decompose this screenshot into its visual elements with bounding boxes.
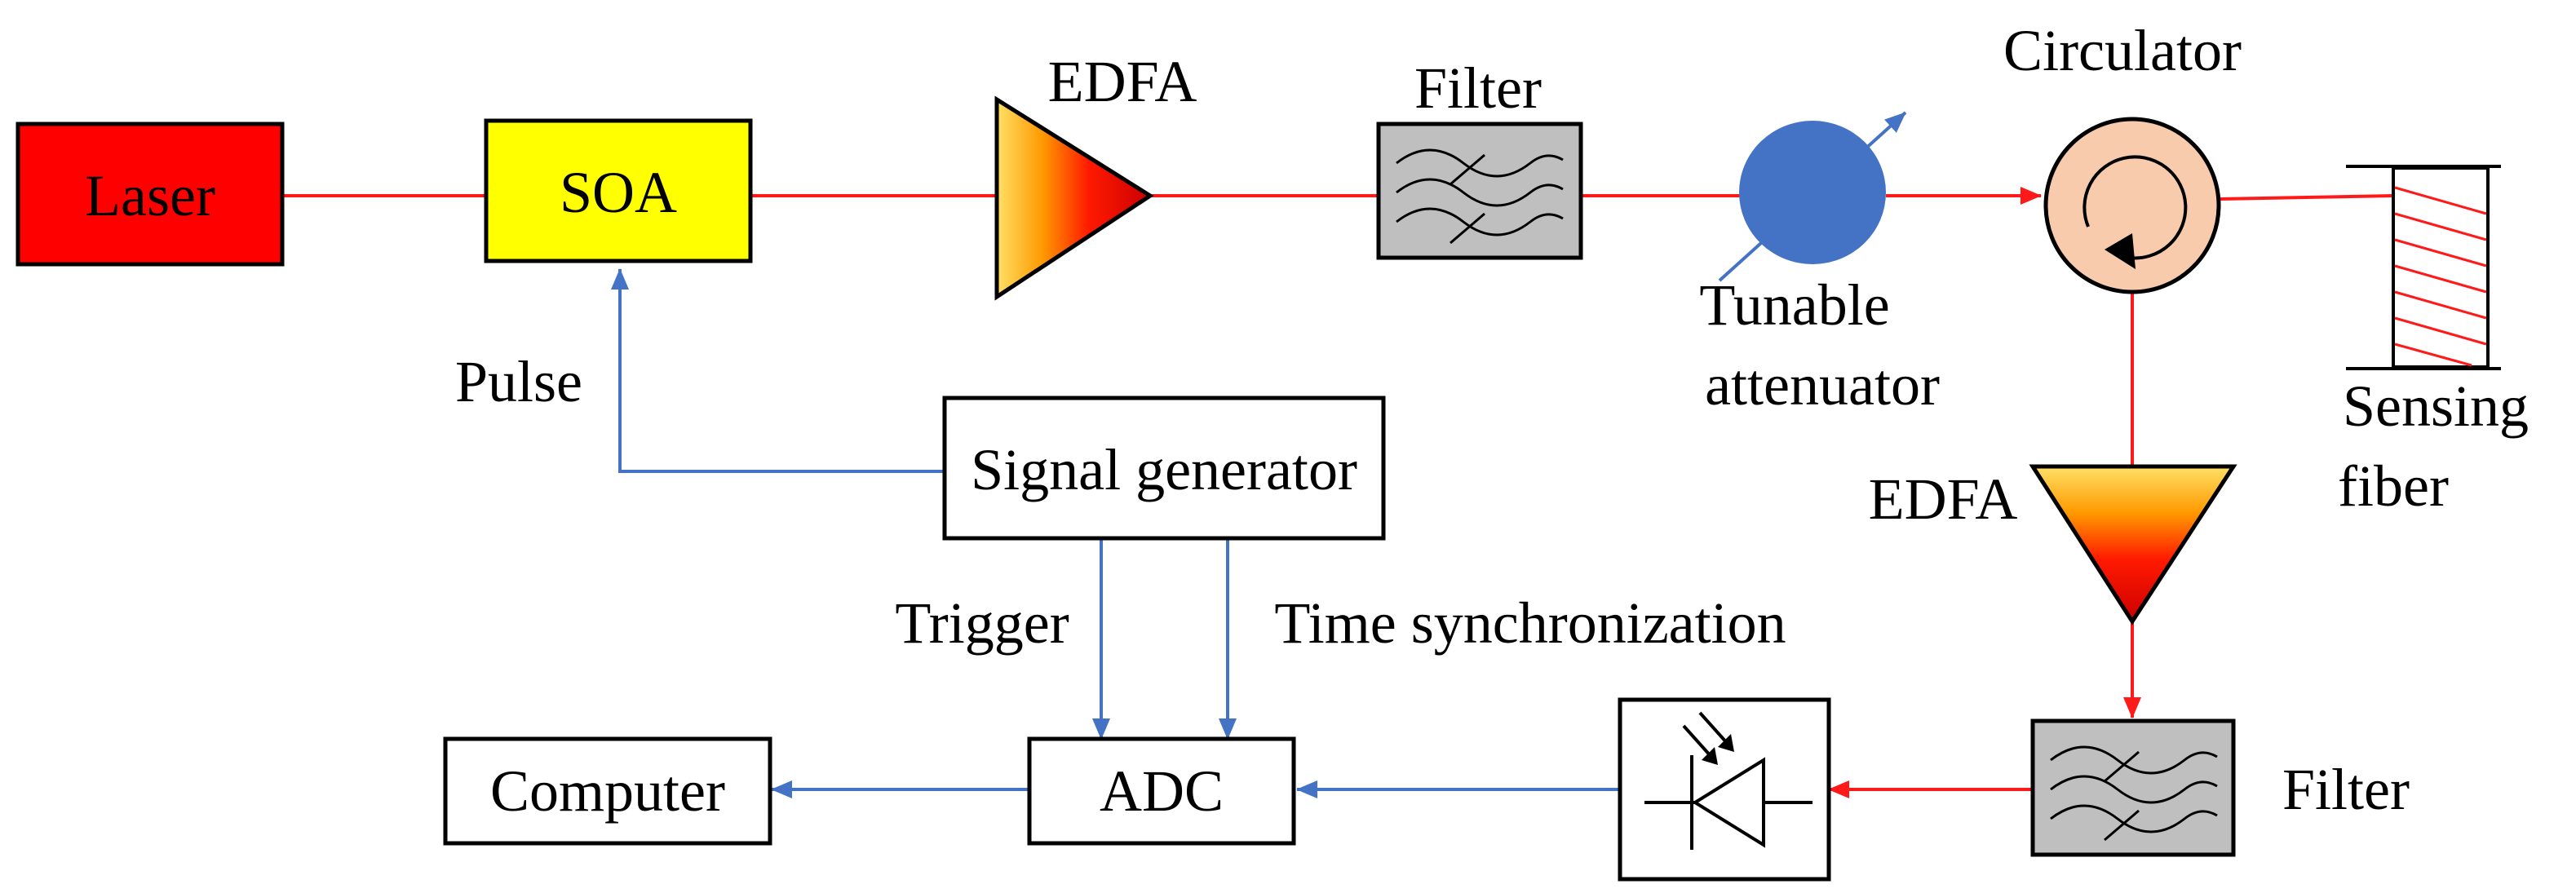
filter-top-block: Filter <box>1376 55 1583 260</box>
circulator-to-sensing-fiber <box>2220 194 2394 201</box>
circulator-block: Circulator <box>2003 18 2242 294</box>
photodiode-icon <box>1644 711 1812 850</box>
pulse-label: Pulse <box>455 349 582 414</box>
photodetector-block <box>1618 697 1831 882</box>
filter-bottom-block: Filter <box>2030 718 2410 857</box>
adc-label: ADC <box>1100 758 1224 824</box>
attenuator-label-line2: attenuator <box>1705 352 1940 418</box>
optical-connections <box>282 187 2394 798</box>
sensing-fiber-block: Sensing fiber <box>2338 165 2529 519</box>
pulse-line <box>611 268 945 473</box>
signal-generator-label: Signal generator <box>971 437 1357 502</box>
adc-box <box>1027 736 1296 846</box>
laser-block: Laser <box>15 122 285 267</box>
circulator-label: Circulator <box>2003 18 2242 83</box>
attenuator-block: Tunable attenuator <box>1699 111 1940 418</box>
attenuator-icon <box>1718 111 1907 282</box>
circulator-body <box>2043 117 2221 294</box>
filter-bottom-label: Filter <box>2282 757 2410 822</box>
computer-block: Computer <box>443 736 772 846</box>
filter-top-box <box>1376 122 1583 260</box>
sensing-label-line2: fiber <box>2338 453 2449 519</box>
signal-generator-box <box>942 396 1386 541</box>
signal-generator-block: Signal generator <box>942 396 1386 541</box>
filter-wave-icon <box>2050 745 2218 842</box>
computer-box <box>443 736 772 846</box>
edfa-amplifier-icon <box>994 95 1154 301</box>
edfa-top-block: EDFA <box>994 49 1197 301</box>
edfa-amplifier-icon <box>2029 464 2237 626</box>
filter-wave-icon <box>1396 148 1564 245</box>
circulator-icon <box>2082 155 2188 269</box>
soa-label: SOA <box>560 160 677 225</box>
edfa-right-block: EDFA <box>1869 464 2237 626</box>
sensing-fiber-coil-icon <box>2392 166 2490 369</box>
laser-label: Laser <box>85 163 215 228</box>
computer-label: Computer <box>490 758 725 824</box>
sensing-label-line1: Sensing <box>2343 374 2529 439</box>
electrical-connections <box>611 268 1620 798</box>
edfa-right-label: EDFA <box>1869 466 2018 532</box>
soa-box <box>484 118 753 263</box>
adc-block: ADC <box>1027 736 1296 846</box>
filter-top-label: Filter <box>1414 55 1542 121</box>
trigger-label: Trigger <box>895 590 1069 656</box>
soa-block: SOA <box>484 118 753 263</box>
edfa-top-label: EDFA <box>1048 49 1197 114</box>
time-sync-label: Time synchronization <box>1274 590 1786 656</box>
attenuator-label-line1: Tunable <box>1699 272 1889 338</box>
laser-box <box>15 122 285 267</box>
filter-bottom-box <box>2030 718 2236 857</box>
